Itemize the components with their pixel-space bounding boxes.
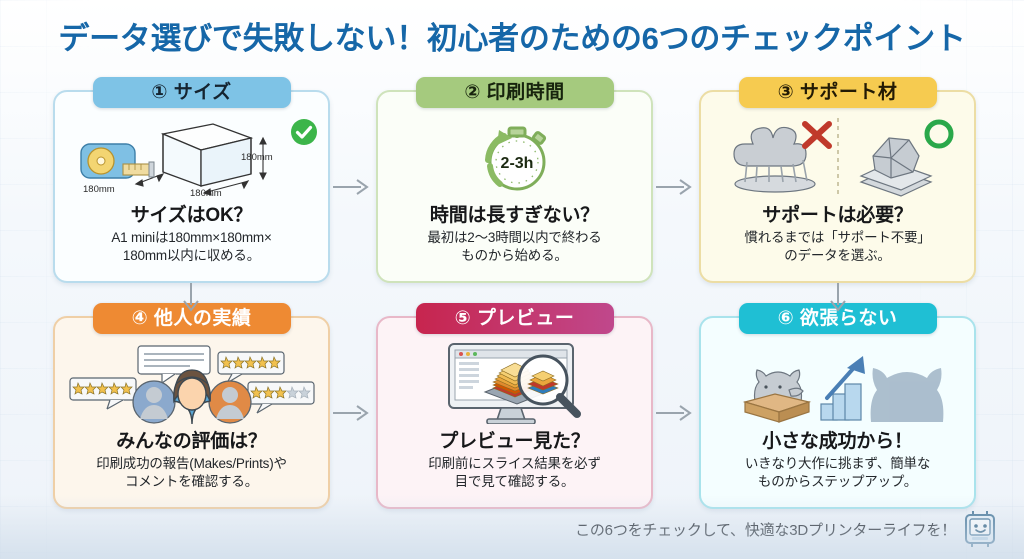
small-cat <box>753 369 804 403</box>
card-1-headline: サイズはOK？ <box>130 205 253 226</box>
card-2-desc-line-1: 最初は2〜3時間以内で終わる <box>427 230 602 245</box>
stopwatch-label: 2-3h <box>500 155 533 172</box>
card-3-headline: サポートは必要？ <box>762 205 913 226</box>
circle-mark-icon <box>924 119 953 149</box>
card-badge-2: ② 印刷時間 <box>415 77 614 108</box>
3d-printer-mascot-icon <box>965 511 995 547</box>
arrow-down-icon-1-to-4 <box>183 283 199 312</box>
arrow-right-icon-2-to-3 <box>656 179 692 195</box>
arrow-down-icon-3-to-6 <box>830 283 846 312</box>
card-2-desc-line-2: ものから始める。 <box>461 248 568 264</box>
card-preview[interactable]: ⑤ プレビュー <box>376 303 653 509</box>
arrow-right-icon-1-to-2 <box>333 179 369 195</box>
card-6-headline: 小さな成功から！ <box>762 431 913 452</box>
arrow-right-icon-4-to-5 <box>333 405 369 421</box>
dimension-label-height: 180mm <box>241 152 273 163</box>
check-circle-icon <box>291 119 317 145</box>
card-6-desc-line-1: いきなり大作に挑まず、簡単な <box>744 456 931 471</box>
card-others-results[interactable]: ④ 他人の実績 <box>53 303 330 509</box>
tape-measure-cube-icon <box>79 123 267 196</box>
dimension-label-depth: 180mm <box>83 184 115 195</box>
avatar-right <box>207 380 252 424</box>
card-4-desc-line-1: 印刷成功の報告(Makes/Prints)や <box>96 456 287 471</box>
card-4-desc-line-2: コメントを確認する。 <box>125 474 258 490</box>
card-3-illustration <box>701 114 974 198</box>
card-4-illustration <box>55 340 328 424</box>
dimension-label-width: 180mm <box>190 188 222 199</box>
card-1-illustration: 180mm 180mm 180mm <box>55 114 328 199</box>
card-1-desc-line-2: 180mm以内に収める。 <box>122 248 261 264</box>
card-5-desc-line-1: 印刷前にスライス結果を必ず <box>428 456 601 471</box>
card-3-description: 慣れるまでは「サポート不要」 のデータを選ぶ。 <box>734 229 940 266</box>
footer: この6つをチェックして、快適な3Dプリンターライフを！ <box>575 509 1000 549</box>
page-title: データ選びで失敗しない！初心者のための6つのチェックポイント <box>58 21 966 56</box>
card-badge-5: ⑤ プレビュー <box>415 303 614 334</box>
growth-arrow-icon <box>824 356 865 400</box>
card-4-headline: みんなの評価は？ <box>116 431 267 452</box>
card-print-time[interactable]: ② 印刷時間 2-3h 時間は長すぎない？ <box>376 77 653 283</box>
arrow-right-icon-5-to-6 <box>656 405 692 421</box>
cross-mark-icon <box>801 121 832 149</box>
card-size[interactable]: ① サイズ <box>53 77 330 283</box>
card-badge-3: ③ サポート材 <box>738 77 937 108</box>
reviews-avatars-icon <box>68 345 315 424</box>
card-2-description: 最初は2〜3時間以内で終わる ものから始める。 <box>417 229 611 266</box>
avatar-center <box>172 369 211 424</box>
card-badge-6: ⑥ 欲張らない <box>738 303 937 334</box>
card-badge-4: ④ 他人の実績 <box>92 303 291 334</box>
monitor-slice-preview-icon <box>447 343 581 424</box>
avatar-left <box>131 380 176 424</box>
card-6-description: いきなり大作に挑まず、簡単な ものからステップアップ。 <box>735 455 940 492</box>
card-3-desc-line-2: のデータを選ぶ。 <box>784 248 891 264</box>
card-2-headline: 時間は長すぎない？ <box>429 205 600 226</box>
card-4-description: 印刷成功の報告(Makes/Prints)や コメントを確認する。 <box>86 455 297 492</box>
support-compare-icon <box>732 118 953 197</box>
card-5-desc-line-2: 目で見て確認する。 <box>454 474 575 490</box>
card-6-desc-line-2: ものからステップアップ。 <box>757 474 918 490</box>
card-5-headline: プレビュー見た？ <box>439 431 590 452</box>
card-support-material[interactable]: ③ サポート材 <box>699 77 976 283</box>
stopwatch-icon: 2-3h <box>484 126 546 191</box>
card-2-illustration: 2-3h <box>378 114 651 198</box>
card-5-illustration <box>378 340 651 424</box>
card-1-desc-line-1: A1 miniは180mm×180mm× <box>111 230 272 245</box>
large-cat-silhouette <box>870 368 943 422</box>
small-to-big-cat-icon <box>742 356 943 423</box>
footer-text: この6つをチェックして、快適な3Dプリンターライフを！ <box>575 521 956 539</box>
card-1-description: A1 miniは180mm×180mm× 180mm以内に収める。 <box>101 229 281 266</box>
card-6-illustration <box>701 340 974 424</box>
card-3-desc-line-1: 慣れるまでは「サポート不要」 <box>744 230 931 245</box>
card-start-small[interactable]: ⑥ 欲張らない <box>699 303 976 509</box>
card-5-description: 印刷前にスライス結果を必ず 目で見て確認する。 <box>418 455 611 492</box>
card-badge-1: ① サイズ <box>92 77 291 108</box>
